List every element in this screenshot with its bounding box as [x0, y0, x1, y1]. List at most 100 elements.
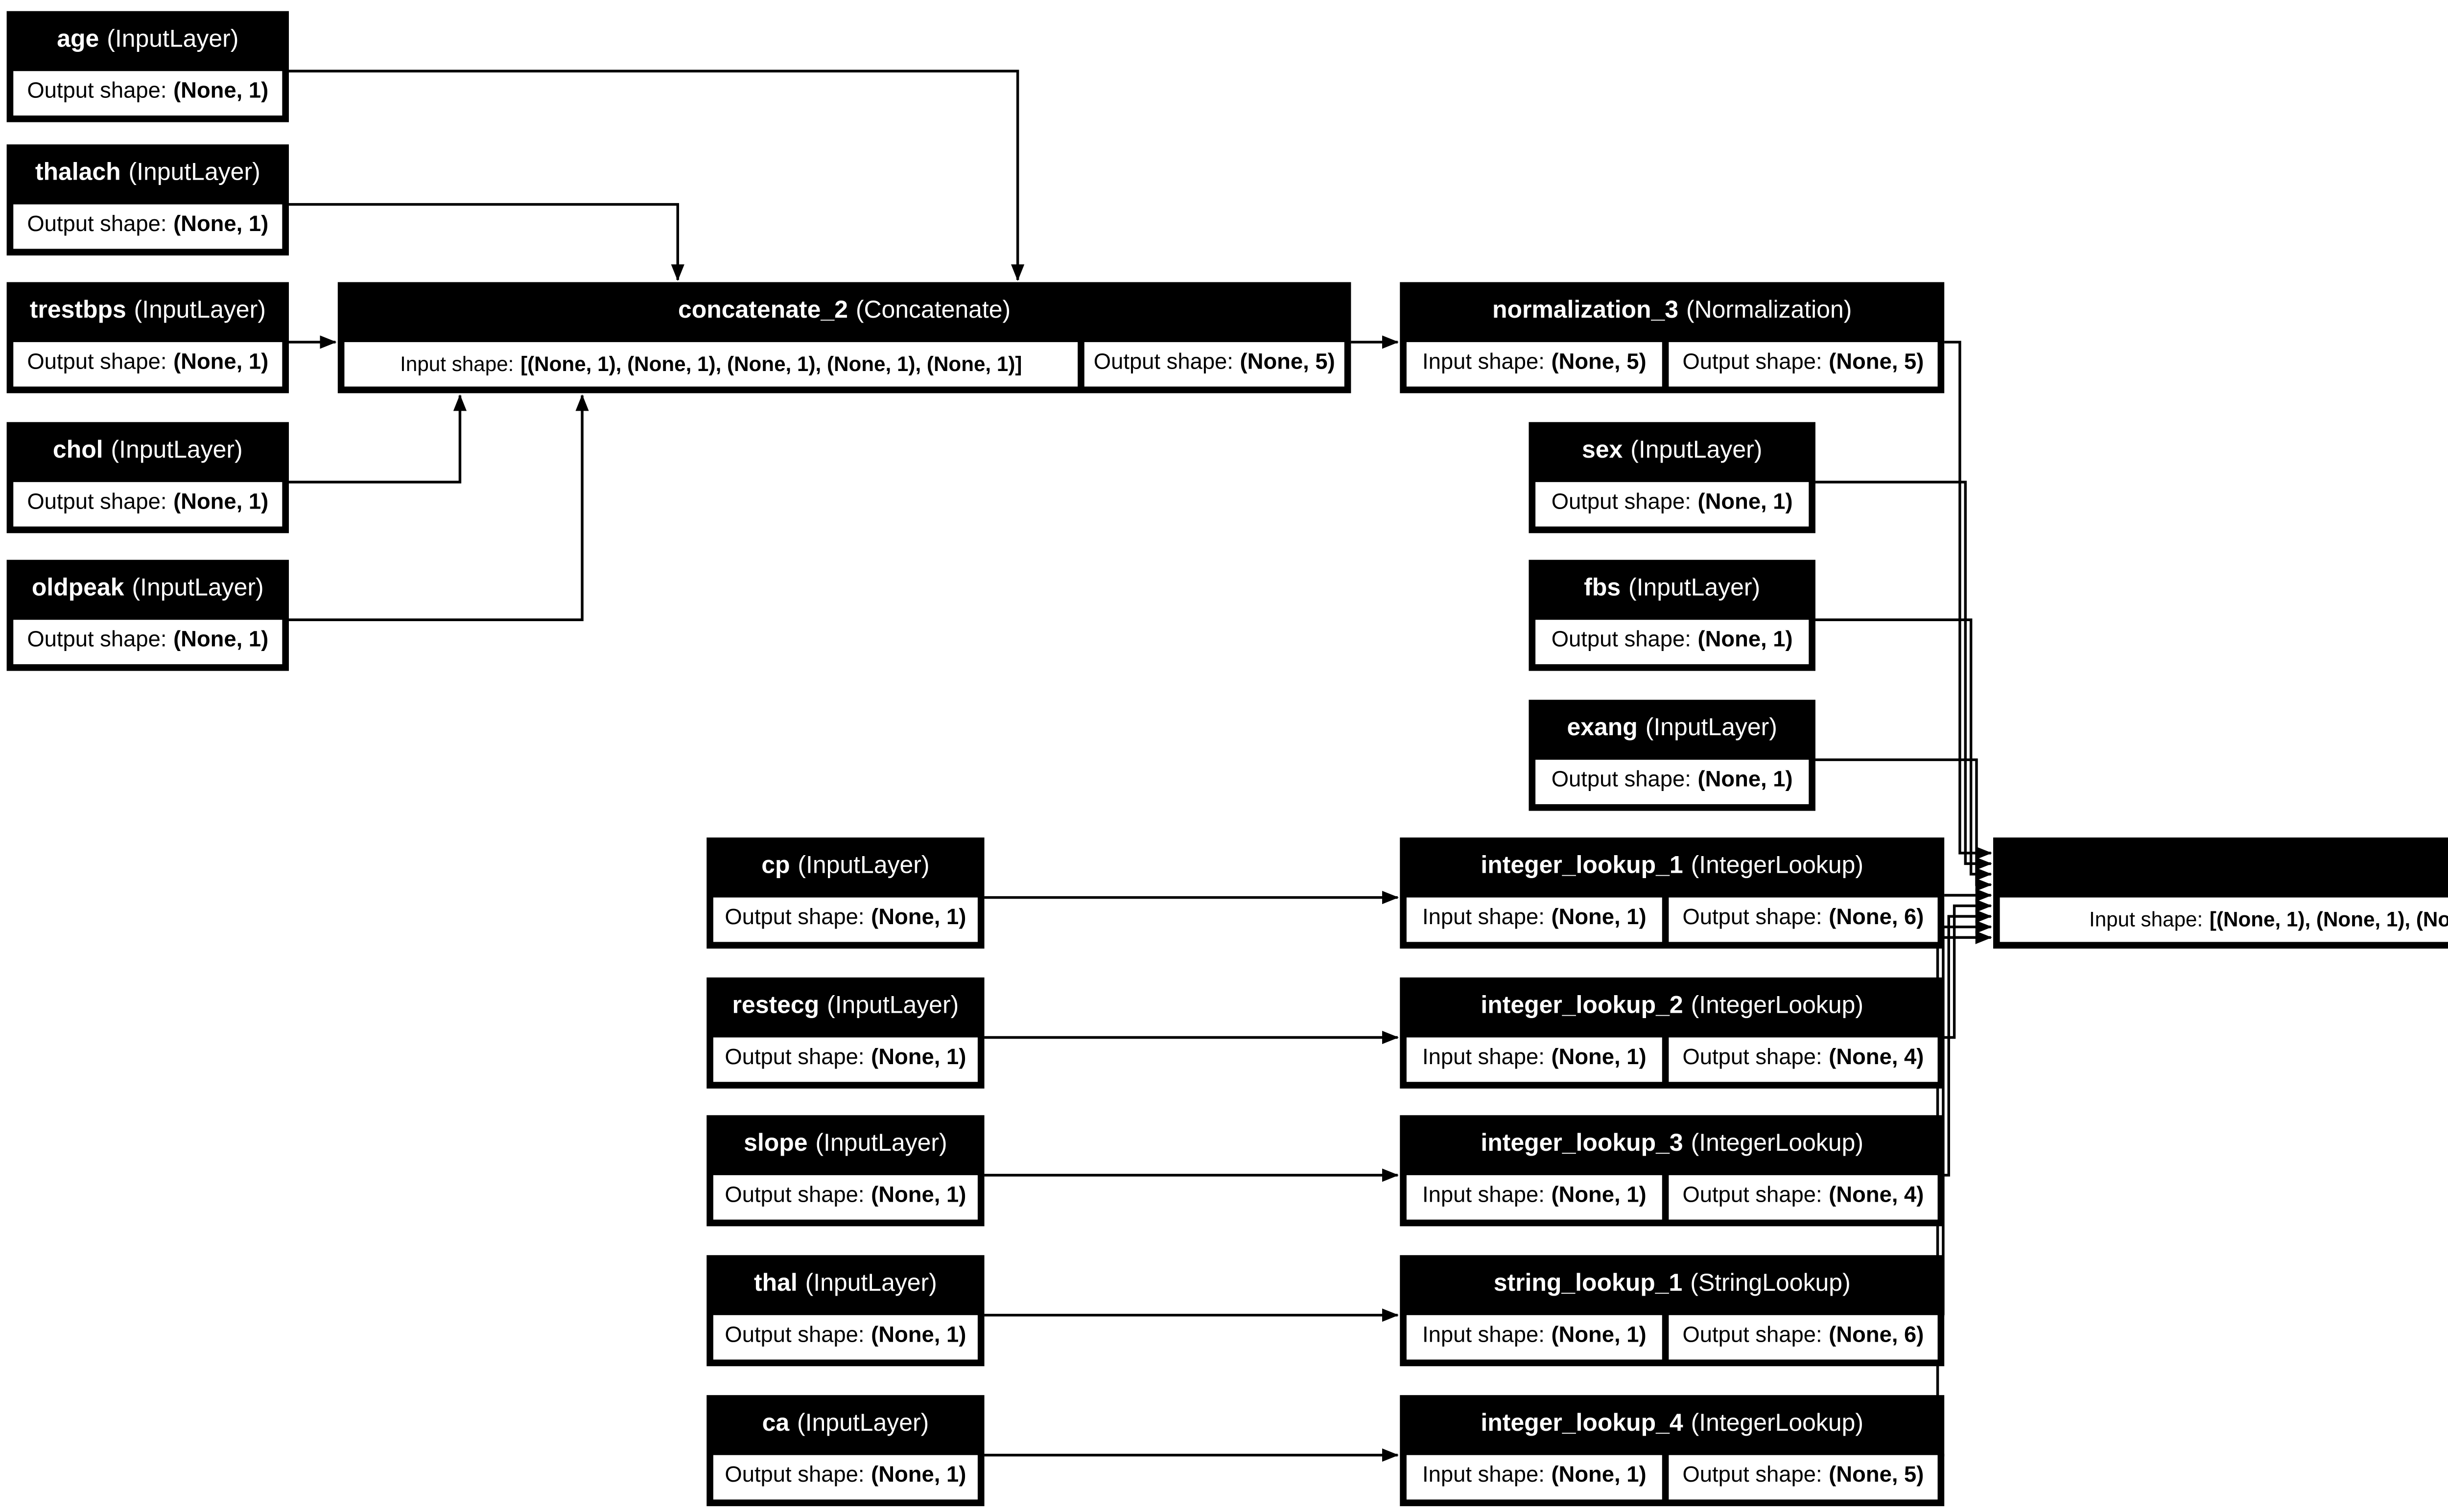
layer-header: fbs(InputLayer) [1529, 560, 1815, 620]
shape-label: Output shape: [725, 1464, 865, 1489]
layer-node-sex: sex (InputLayer) Output shape:(None, 1) [1529, 422, 1815, 534]
output-shape-cell: Output shape:(None, 6) [1669, 897, 1938, 942]
layer-name: integer_lookup_3 [1481, 1131, 1683, 1158]
shape-value: (None, 1) [173, 351, 269, 376]
layer-name: restecg [732, 993, 820, 1020]
shape-cells: Output shape:(None, 1) [1535, 482, 1809, 527]
layer-header: age(InputLayer) [7, 11, 289, 71]
output-shape-cell: Output shape:(None, 1) [13, 620, 282, 665]
layer-name: exang [1567, 715, 1638, 742]
shape-cells: Output shape:(None, 1) [713, 1037, 978, 1082]
shape-label: Output shape: [725, 1184, 865, 1209]
layer-name: normalization_3 [1492, 298, 1679, 325]
shape-label: Input shape: [1422, 1184, 1545, 1209]
shape-label: Input shape: [1422, 906, 1545, 931]
connector-thalach-to-concatenate_2 [289, 203, 684, 281]
shape-label: Output shape: [27, 628, 167, 653]
shape-value: (None, 1) [173, 80, 269, 105]
output-shape-cell: Output shape: (None, 4) [1669, 1037, 1938, 1082]
layer-type: (StringLookup) [1690, 1271, 1851, 1298]
layer-header: ca(InputLayer) [706, 1395, 984, 1455]
layer-type: (InputLayer) [815, 1131, 947, 1158]
layer-type: (InputLayer) [1630, 438, 1763, 465]
layer-node-integer_lookup_4: integer_lookup_4(IntegerLookup)Input sha… [1400, 1395, 1945, 1507]
output-shape-cell: Output shape:(None, 1) [713, 1037, 978, 1082]
layer-node-cp: cp(InputLayer)Output shape:(None, 1) [706, 837, 985, 949]
input-shape-cell: Input shape:[(None, 1), (None, 1), (None… [344, 342, 1078, 387]
output-shape-cell: Output shape:(None, 1) [13, 482, 282, 527]
layer-header: sex (InputLayer) [1529, 422, 1815, 482]
shape-cells: Output shape:(None, 1) [13, 71, 282, 116]
layer-name: string_lookup_1 [1493, 1271, 1683, 1298]
shape-value: (None, 1) [871, 1324, 966, 1349]
shape-label: Input shape: [1422, 351, 1545, 376]
layer-type: (InputLayer) [827, 993, 959, 1020]
layer-type: (Normalization) [1686, 298, 1852, 325]
layer-header: concatenate_3(Concatenate) [1993, 837, 2448, 898]
shape-value: (None, 5) [1240, 351, 1335, 376]
connector-integer_lookup_2-to-concatenate_3 [1944, 899, 1992, 1039]
shape-cells: Input shape:(None, 1)Output shape:(None,… [1406, 1037, 1938, 1082]
connector-age-to-concatenate_2 [289, 70, 1025, 281]
connector-integer_lookup_3-to-concatenate_3 [1944, 909, 1992, 1177]
layer-node-normalization_3: normalization_3 (Normalization) Input shap… [1400, 282, 1945, 394]
shape-label: Input shape: [1422, 1046, 1545, 1071]
layer-node-concatenate_2: concatenate_2(Concatenate)Input shape:[(… [337, 282, 1351, 394]
layer-node-slope: slope(InputLayer)Output shape:(None, 1) [706, 1115, 985, 1227]
layer-header: trestbps(InputLayer) [7, 282, 289, 342]
input-shape-cell: Input shape:(None, 1) [1406, 897, 1662, 942]
layer-type: (InputLayer) [107, 26, 239, 53]
layer-name: sex [1581, 438, 1623, 465]
output-shape-cell: Output shape:(None, 1) [713, 1455, 978, 1500]
layer-type: (InputLayer) [797, 1410, 929, 1438]
shape-label: Output shape: [1682, 1324, 1822, 1349]
output-shape-cell: Output shape:(None, 1) [13, 71, 282, 116]
output-shape-cell: Output shape:(None, 1) [13, 204, 282, 249]
layer-name: ca [762, 1410, 790, 1438]
output-shape-cell: Output shape:(None, 5) [1669, 1455, 1938, 1500]
shape-value: (None, 1) [871, 1184, 966, 1209]
shape-cells: Input shape:(None, 1)Output shape:(None,… [1406, 897, 1938, 942]
layer-header: normalization_3 (Normalization) [1400, 282, 1944, 342]
layer-name: trestbps [29, 298, 126, 325]
layer-node-integer_lookup_3: integer_lookup_3(IntegerLookup)Input sha… [1400, 1115, 1945, 1227]
shape-value: (None, 1) [173, 491, 269, 515]
layer-name: thal [753, 1271, 798, 1298]
layer-header: slope(InputLayer) [706, 1115, 984, 1175]
layer-name: cp [761, 853, 790, 880]
shape-value: (None, 6) [1829, 1324, 1924, 1349]
shape-label: Output shape: [1682, 1046, 1822, 1071]
shape-cells: Output shape:(None, 1) [1535, 760, 1809, 804]
shape-cells: Input shape:(None, 5)Output shape:(None,… [1406, 342, 1938, 387]
output-shape-cell: Output shape:(None, 1) [713, 1315, 978, 1360]
shape-label: Output shape: [1682, 1464, 1822, 1489]
input-shape-cell: Input shape:(None, 5) [1406, 342, 1662, 387]
layer-node-integer_lookup_1: integer_lookup_1(IntegerLookup)Input sha… [1400, 837, 1945, 949]
layer-name: fbs [1584, 575, 1621, 602]
layer-type: (InputLayer) [132, 575, 264, 602]
connector-sex-to-concatenate_3 [1815, 481, 1992, 870]
shape-value: (None, 4) [1829, 1046, 1924, 1071]
shape-cells: Output shape:(None, 1) [13, 482, 282, 527]
output-shape-cell: Output shape:(None, 1) [713, 1175, 978, 1220]
shape-value: (None, 1) [1551, 906, 1647, 931]
connector-chol-to-concatenate_2 [289, 394, 467, 484]
output-shape-cell: Output shape: (None, 6) [1669, 1315, 1938, 1360]
shape-value: (None, 6) [1829, 906, 1924, 931]
shape-value: (None, 1) [1551, 1324, 1647, 1349]
layer-header: integer_lookup_4(IntegerLookup) [1400, 1395, 1944, 1455]
shape-label: Output shape: [1682, 351, 1822, 376]
shape-value: (None, 1) [871, 1046, 966, 1071]
input-shape-cell: Input shape:(None, 1) [1406, 1175, 1662, 1220]
layer-node-exang: exang(InputLayer)Output shape:(None, 1) [1529, 699, 1815, 811]
shape-cells: Input shape:[(None, 1), (None, 1), (None… [344, 342, 1344, 387]
layer-header: integer_lookup_2(IntegerLookup) [1400, 977, 1944, 1038]
connector-oldpeak-to-concatenate_2 [289, 394, 589, 621]
connector-string_lookup_1-to-concatenate_3 [1942, 920, 1992, 1317]
layer-type: (IntegerLookup) [1691, 853, 1864, 880]
layer-type: (InputLayer) [111, 438, 243, 465]
input-shape-cell: Input shape:(None, 1) [1406, 1315, 1662, 1360]
shape-cells: Output shape:(None, 1) [13, 342, 282, 387]
